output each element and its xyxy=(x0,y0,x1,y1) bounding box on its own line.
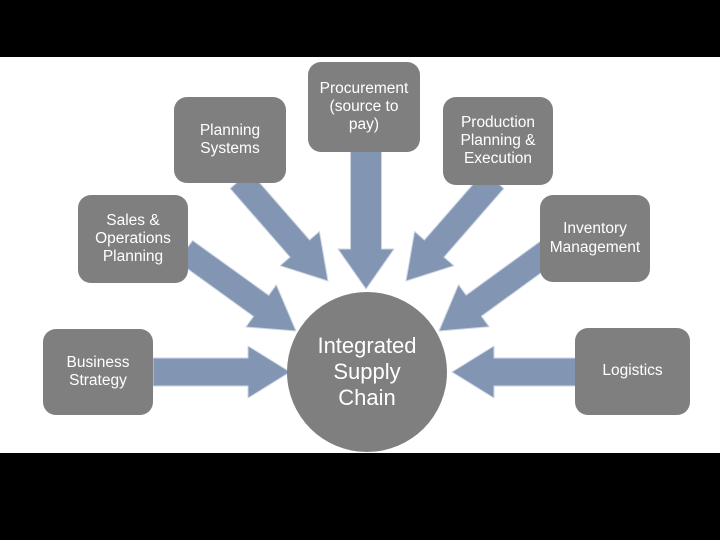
node-label: Sales & Operations Planning xyxy=(95,211,171,266)
arrow-from-production-planning-execution xyxy=(405,171,505,282)
letterbox-bottom-bar xyxy=(0,453,720,540)
letterbox-top-bar xyxy=(0,0,720,57)
center-node-integrated-supply-chain: Integrated Supply Chain xyxy=(287,292,447,452)
node-sales-operations-planning: Sales & Operations Planning xyxy=(78,195,188,283)
node-production-planning-execution: Production Planning & Execution xyxy=(443,97,553,185)
arrow-from-business-strategy xyxy=(152,345,291,399)
node-label: Inventory Management xyxy=(549,220,641,256)
node-business-strategy: Business Strategy xyxy=(43,329,153,415)
node-label: Planning Systems xyxy=(199,121,261,157)
node-label: Logistics xyxy=(602,362,663,380)
arrow-from-planning-systems xyxy=(229,171,329,282)
node-inventory-management: Inventory Management xyxy=(540,195,650,282)
node-label: Production Planning & Execution xyxy=(460,113,536,168)
node-procurement-source-to-pay: Procurement (source to pay) xyxy=(308,62,420,152)
arrow-from-procurement xyxy=(337,149,395,290)
arrow-from-inventory-management xyxy=(438,240,558,332)
node-label: Procurement (source to pay) xyxy=(319,79,409,134)
node-label: Business Strategy xyxy=(66,353,130,389)
node-planning-systems: Planning Systems xyxy=(174,97,286,183)
node-logistics: Logistics xyxy=(575,328,690,415)
center-node-label: Integrated Supply Chain xyxy=(317,333,417,410)
arrow-from-sales-operations-planning xyxy=(176,240,297,332)
arrow-from-logistics xyxy=(451,345,578,399)
